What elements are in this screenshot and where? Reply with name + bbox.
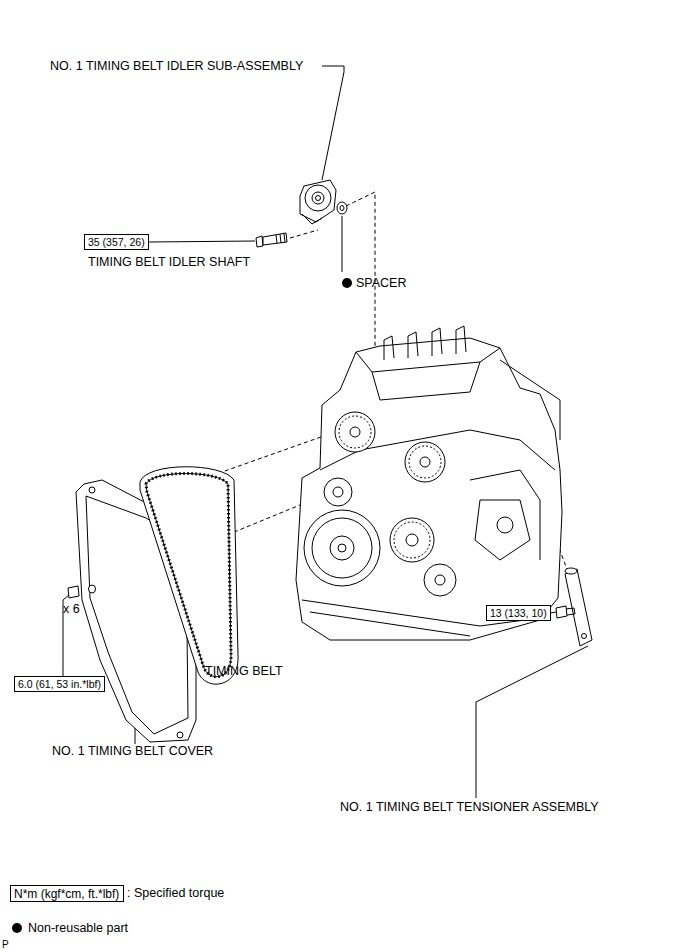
torque-box: 13 (133, 10) [486,605,551,621]
spacer-washer [337,202,347,214]
torque-value: 6.0 (61, 53 in.*lbf) [18,679,101,690]
legend-text: : Specified torque [127,887,224,900]
leader-line [476,646,588,798]
legend-swatch [12,923,22,933]
part-name: TIMING BELT [205,665,283,678]
idler-pulley [300,180,336,224]
part-name: TIMING BELT IDLER SHAFT [88,256,250,269]
torque-box: 35 (357, 26) [84,234,149,250]
torque-value: 13 (133, 10) [490,608,547,619]
non-reusable-mark [342,278,352,288]
page-mark: P [2,940,9,950]
legend-torque-box: N*m (kgf*cm, ft.*lbf) [10,885,124,902]
part-name: NO. 1 TIMING BELT IDLER SUB-ASSEMBLY [50,60,303,73]
torque-box: 6.0 (61, 53 in.*lbf) [14,676,105,692]
part-name: NO. 1 TIMING BELT COVER [52,745,213,758]
idler-shaft-bolt [256,233,287,247]
leader-line [342,216,343,272]
cover-bolt [68,585,96,598]
quantity: x 6 [63,603,80,616]
legend-text: Non-reusable part [28,922,128,935]
timing-belt [140,467,238,684]
tensioner [556,568,592,646]
torque-value: N*m (kgf*cm, ft.*lbf) [14,888,120,900]
leader-line [322,66,344,180]
engine-assembly [296,326,562,640]
leader-line [551,612,556,613]
part-name: SPACER [356,277,406,290]
leader-line [149,241,255,242]
torque-value: 35 (357, 26) [88,237,145,248]
leader-line [135,728,136,744]
part-name: NO. 1 TIMING BELT TENSIONER ASSEMBLY [340,801,599,814]
